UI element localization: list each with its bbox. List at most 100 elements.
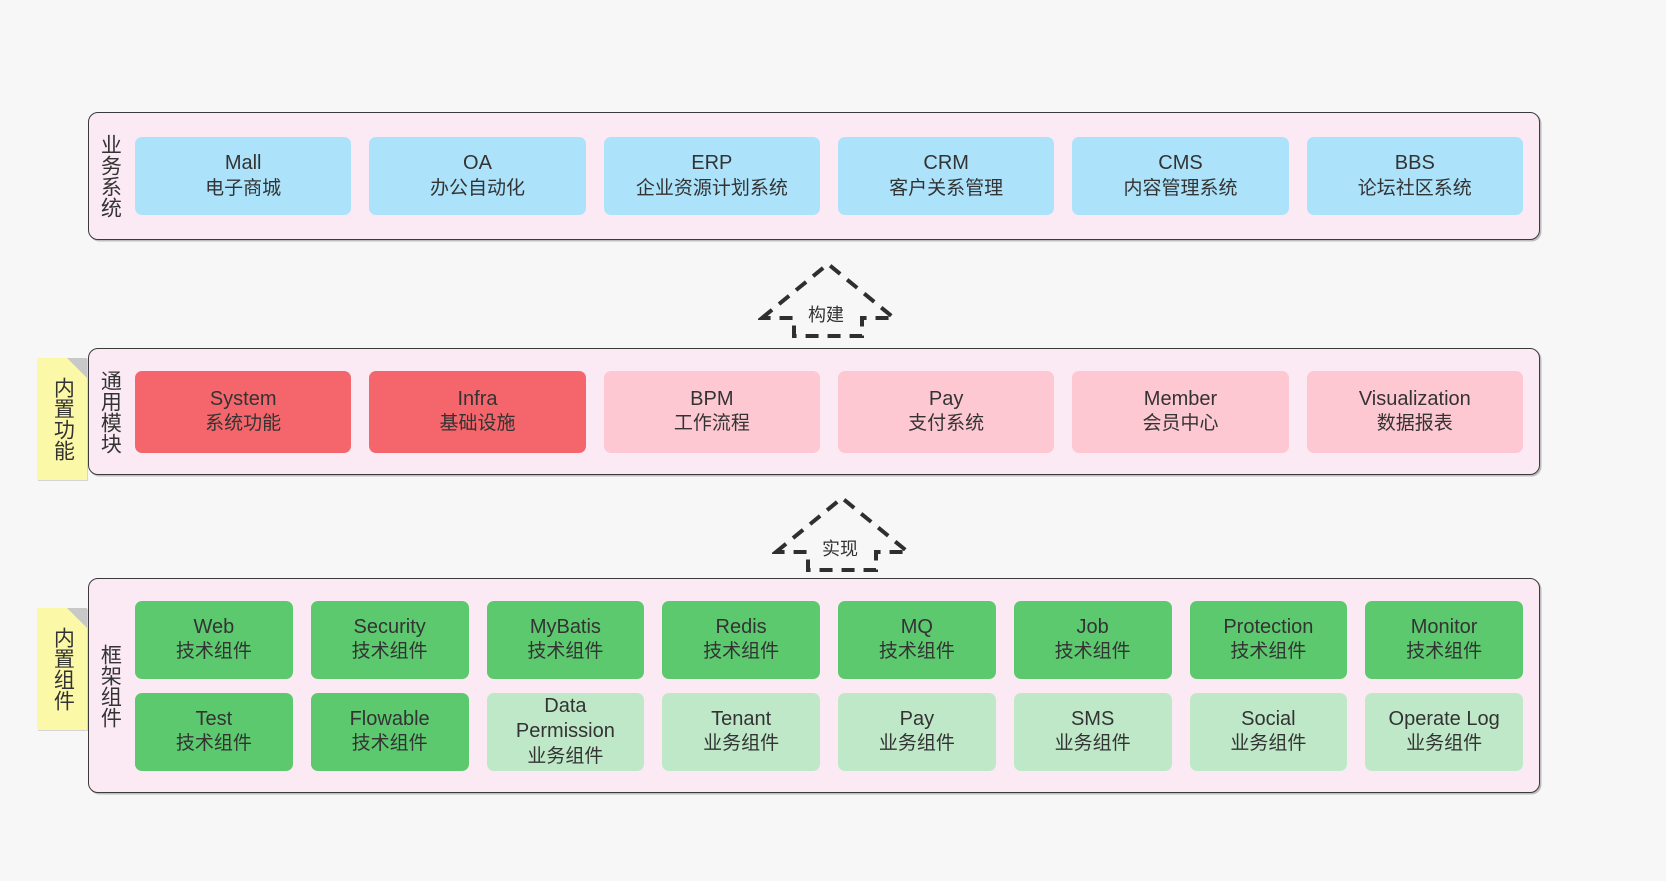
card-title: Social [1241, 707, 1296, 730]
module-card-infra[interactable]: Infra 基础设施 [369, 370, 586, 453]
framework-component-layer: 框架组件 Web 技术组件 Security 技术组件 MyBatis 技术组件… [88, 578, 1540, 793]
card-title: Flowable [349, 707, 430, 730]
framework-card-protection[interactable]: Protection 技术组件 [1189, 600, 1348, 679]
framework-card-mybatis[interactable]: MyBatis 技术组件 [486, 600, 645, 679]
card-title: Infra [457, 387, 498, 410]
framework-card-flowable[interactable]: Flowable 技术组件 [310, 692, 469, 771]
card-title: Visualization [1358, 387, 1471, 410]
framework-card-web[interactable]: Web 技术组件 [135, 600, 293, 679]
card-subtitle: 系统功能 [205, 413, 282, 435]
framework-card-social[interactable]: Social 业务组件 [1189, 692, 1348, 771]
module-card-member[interactable]: Member 会员中心 [1072, 370, 1289, 453]
card-title: Mall [224, 152, 262, 175]
card-title: Protection [1223, 615, 1314, 638]
card-subtitle: 客户关系管理 [889, 177, 1004, 199]
card-subtitle: 技术组件 [175, 733, 252, 755]
card-subtitle: 企业资源计划系统 [635, 177, 788, 199]
framework-card-operate-log[interactable]: Operate Log 业务组件 [1365, 692, 1523, 771]
card-subtitle: 技术组件 [878, 641, 955, 663]
card-title: ERP [691, 152, 733, 175]
card-title: SMS [1070, 707, 1115, 730]
common-module-cards: System 系统功能 Infra 基础设施 BPM 工作流程 Pay 支付系统… [129, 349, 1539, 474]
note-fold-corner-icon [67, 608, 87, 628]
framework-tech-row: Web 技术组件 Security 技术组件 MyBatis 技术组件 Redi… [135, 600, 1523, 679]
card-subtitle: 办公自动化 [429, 177, 525, 199]
card-subtitle: 业务组件 [703, 733, 780, 755]
card-title: Pay [899, 707, 935, 730]
builtin-component-note-label: 内置组件 [51, 627, 75, 711]
module-card-system[interactable]: System 系统功能 [135, 370, 352, 453]
card-subtitle: 电子商城 [205, 177, 282, 199]
card-subtitle: 技术组件 [1230, 641, 1307, 663]
business-system-layer-label: 业务系统 [98, 134, 122, 218]
business-system-row: Mall 电子商城 OA 办公自动化 ERP 企业资源计划系统 CRM 客户关系… [135, 137, 1523, 215]
card-subtitle: 技术组件 [351, 641, 428, 663]
framework-component-layer-label: 框架组件 [98, 643, 122, 728]
card-title: BBS [1394, 152, 1435, 175]
module-card-pay[interactable]: Pay 支付系统 [837, 370, 1055, 453]
build-arrow: 构建 [758, 258, 898, 340]
card-title: CMS [1158, 152, 1203, 175]
card-subtitle: 基础设施 [439, 413, 516, 435]
module-card-bpm[interactable]: BPM 工作流程 [603, 370, 820, 453]
framework-card-data-permission[interactable]: Data Permission 业务组件 [486, 692, 645, 771]
framework-card-mq[interactable]: MQ 技术组件 [838, 600, 996, 679]
card-subtitle: 技术组件 [1054, 641, 1131, 663]
builtin-function-note-label: 内置功能 [51, 377, 75, 461]
card-subtitle: 业务组件 [878, 733, 955, 755]
build-arrow-label: 构建 [806, 301, 846, 327]
common-module-layer-label: 通用模块 [98, 369, 122, 454]
card-title: Test [195, 707, 233, 730]
card-subtitle: 技术组件 [351, 733, 428, 755]
framework-card-sms[interactable]: SMS 业务组件 [1013, 692, 1172, 771]
business-card-erp[interactable]: ERP 企业资源计划系统 [603, 137, 820, 215]
card-subtitle: 技术组件 [703, 641, 780, 663]
module-card-visualization[interactable]: Visualization 数据报表 [1306, 370, 1523, 453]
card-subtitle: 工作流程 [673, 413, 750, 435]
framework-card-security[interactable]: Security 技术组件 [310, 600, 469, 679]
card-subtitle: 支付系统 [908, 413, 985, 435]
business-system-layer: 业务系统 Mall 电子商城 OA 办公自动化 ERP 企业资源计划系统 CRM… [88, 112, 1540, 240]
business-card-mall[interactable]: Mall 电子商城 [135, 137, 352, 215]
card-subtitle: 技术组件 [1406, 641, 1483, 663]
card-subtitle: 论坛社区系统 [1357, 177, 1472, 199]
common-module-row: System 系统功能 Infra 基础设施 BPM 工作流程 Pay 支付系统… [135, 370, 1523, 453]
card-title: Tenant [711, 707, 772, 730]
card-title: Job [1076, 615, 1109, 638]
card-title: Pay [928, 387, 964, 410]
card-title: Redis [715, 615, 767, 638]
card-subtitle: 业务组件 [527, 745, 604, 767]
card-subtitle: 业务组件 [1054, 733, 1131, 755]
framework-card-redis[interactable]: Redis 技术组件 [662, 600, 820, 679]
builtin-component-note: 内置组件 [37, 608, 87, 730]
card-title: Security [353, 615, 426, 638]
business-system-cards: Mall 电子商城 OA 办公自动化 ERP 企业资源计划系统 CRM 客户关系… [129, 113, 1539, 239]
business-card-crm[interactable]: CRM 客户关系管理 [837, 137, 1055, 215]
card-title: Operate Log [1388, 707, 1500, 730]
card-title: MQ [900, 615, 933, 638]
framework-biz-row: Test 技术组件 Flowable 技术组件 Data Permission … [135, 692, 1523, 771]
card-title: Web [193, 615, 235, 638]
card-subtitle: 数据报表 [1376, 413, 1453, 435]
common-module-layer: 通用模块 System 系统功能 Infra 基础设施 BPM 工作流程 Pay… [88, 348, 1540, 475]
business-card-oa[interactable]: OA 办公自动化 [369, 137, 586, 215]
business-card-bbs[interactable]: BBS 论坛社区系统 [1306, 137, 1523, 215]
card-title: CRM [923, 152, 969, 175]
framework-card-test[interactable]: Test 技术组件 [135, 692, 293, 771]
card-title: System [209, 387, 277, 410]
card-title: BPM [690, 387, 734, 410]
business-card-cms[interactable]: CMS 内容管理系统 [1072, 137, 1289, 215]
card-subtitle: 技术组件 [175, 641, 252, 663]
framework-card-job[interactable]: Job 技术组件 [1013, 600, 1172, 679]
framework-component-cards: Web 技术组件 Security 技术组件 MyBatis 技术组件 Redi… [129, 579, 1539, 792]
card-subtitle: 会员中心 [1142, 413, 1219, 435]
card-subtitle: 业务组件 [1406, 733, 1483, 755]
card-title: OA [463, 152, 492, 175]
card-subtitle: 业务组件 [1230, 733, 1307, 755]
framework-card-monitor[interactable]: Monitor 技术组件 [1365, 600, 1523, 679]
implement-arrow-label: 实现 [820, 535, 860, 561]
framework-card-tenant[interactable]: Tenant 业务组件 [662, 692, 820, 771]
card-title: Monitor [1410, 615, 1478, 638]
framework-card-pay[interactable]: Pay 业务组件 [838, 692, 996, 771]
card-title: Member [1143, 387, 1218, 410]
